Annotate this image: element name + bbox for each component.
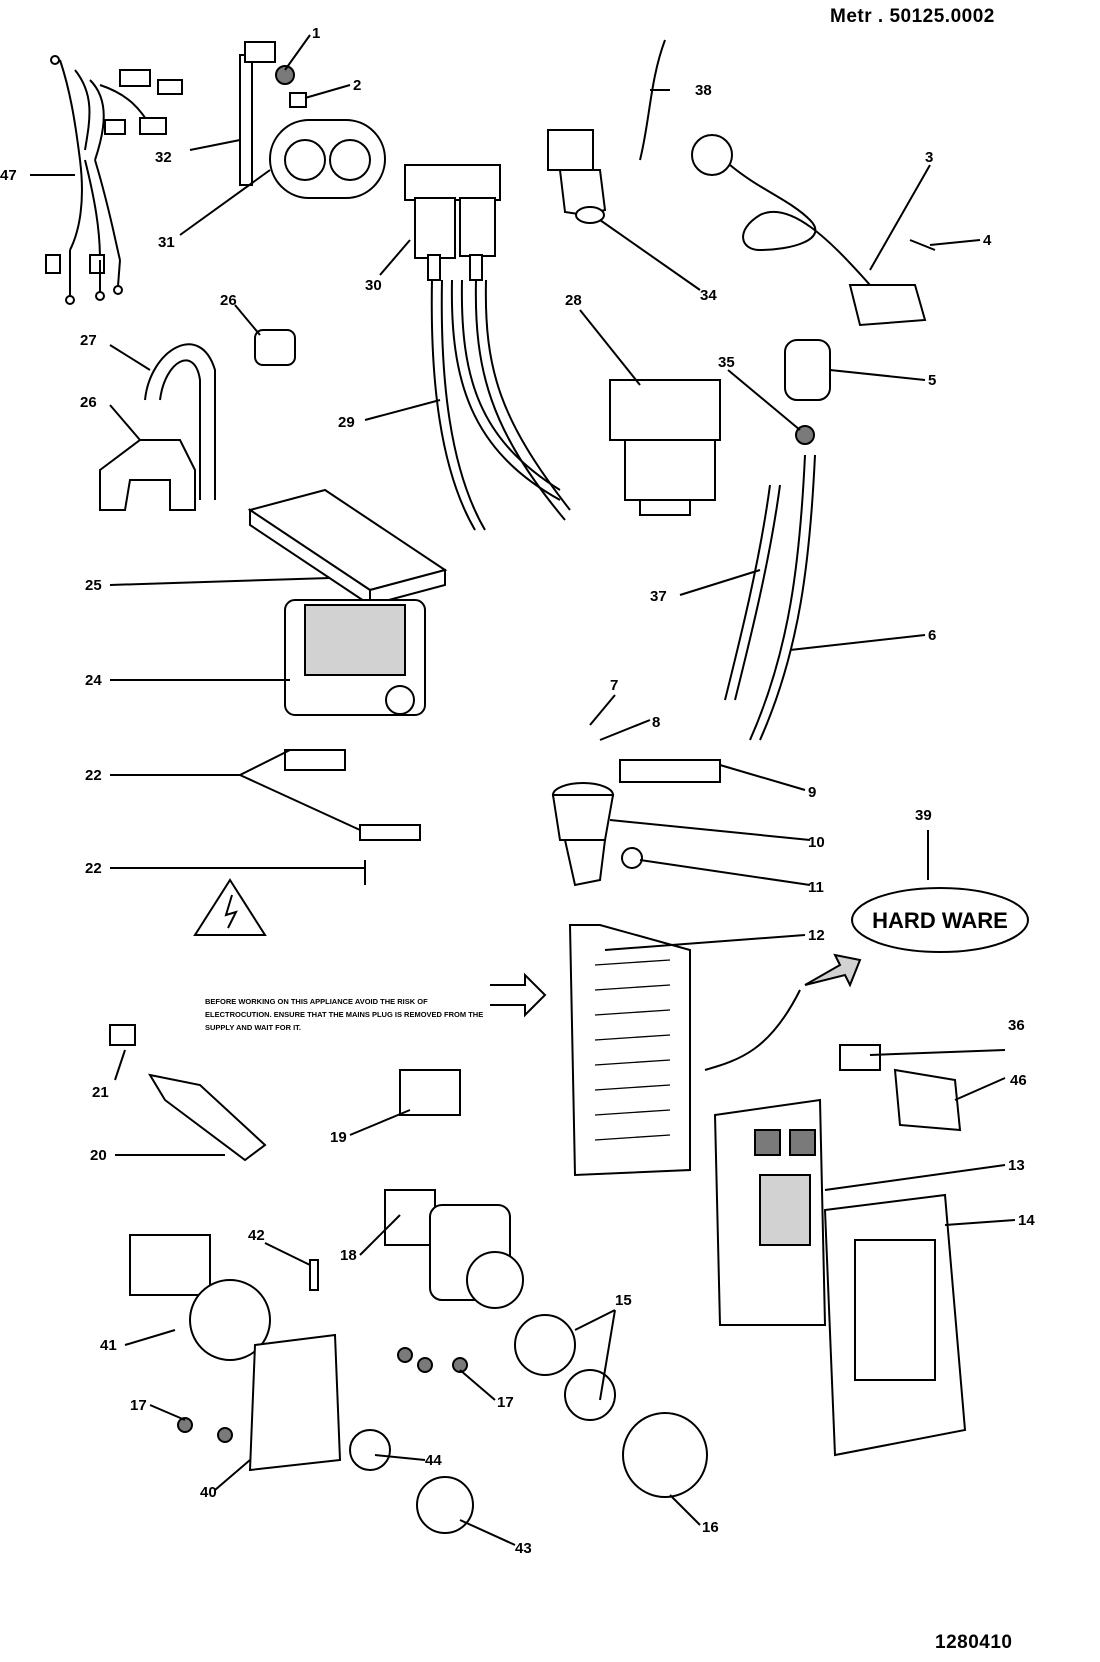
callout-26b: 26 — [80, 394, 97, 411]
switch-knob — [839, 1044, 881, 1071]
model-reference: Metr . 50125.0002 — [830, 6, 995, 27]
pressure-switch — [784, 339, 831, 445]
callout-3: 3 — [925, 149, 933, 166]
callout-17b: 17 — [497, 1394, 514, 1411]
o-ring — [349, 1429, 391, 1471]
callout-28: 28 — [565, 292, 582, 309]
power-cord — [691, 134, 927, 327]
callout-10: 10 — [808, 834, 825, 851]
relay — [399, 1069, 461, 1116]
callout-15: 15 — [615, 1292, 632, 1309]
callout-9: 9 — [808, 784, 816, 801]
callout-32: 32 — [155, 149, 172, 166]
callout-4: 4 — [983, 232, 992, 249]
drain-hose — [144, 343, 216, 500]
spring — [275, 65, 295, 85]
nut — [289, 92, 307, 108]
inlet-hoses — [430, 279, 571, 531]
callout-22b: 22 — [85, 860, 102, 877]
callout-21: 21 — [92, 1084, 109, 1101]
callout-35: 35 — [718, 354, 735, 371]
callout-1: 1 — [312, 25, 320, 42]
callout-14: 14 — [1018, 1212, 1035, 1229]
callout-41: 41 — [100, 1337, 117, 1354]
callout-30: 30 — [365, 277, 382, 294]
earth-wire — [639, 39, 666, 161]
drive-motor — [284, 599, 426, 716]
callout-40: 40 — [200, 1484, 217, 1501]
pump-plate — [248, 1333, 342, 1472]
arrow-to-hardware — [804, 953, 862, 988]
sump-bellows — [551, 759, 721, 887]
filter-cap — [416, 1476, 474, 1534]
callout-5: 5 — [928, 372, 936, 389]
document-number: 1280410 — [935, 1632, 1013, 1653]
hose-6 — [749, 454, 816, 741]
drain-filter — [622, 1412, 708, 1498]
wiring-harness — [45, 55, 183, 305]
bracket — [99, 439, 196, 511]
callout-20: 20 — [90, 1147, 107, 1164]
callout-42: 42 — [248, 1227, 265, 1244]
callout-12: 12 — [808, 927, 825, 944]
hardware-label: HARD WARE — [872, 908, 1008, 933]
callout-26a: 26 — [220, 292, 237, 309]
callout-7: 7 — [610, 677, 618, 694]
callout-19: 19 — [330, 1129, 347, 1146]
switch-body — [893, 1068, 962, 1132]
callout-44: 44 — [425, 1452, 442, 1469]
door-interlock — [609, 379, 721, 516]
callout-6: 6 — [928, 627, 936, 644]
callout-38: 38 — [695, 82, 712, 99]
hose-37 — [724, 484, 781, 701]
callout-36: 36 — [1008, 1017, 1025, 1034]
callout-17a: 17 — [130, 1397, 147, 1414]
callout-43: 43 — [515, 1540, 532, 1557]
callout-16: 16 — [702, 1519, 719, 1536]
heater-sensor — [109, 1024, 136, 1046]
pump-seal — [514, 1314, 576, 1376]
circulation-pump — [129, 1234, 271, 1361]
callout-27: 27 — [80, 332, 97, 349]
arrow-icon — [490, 972, 547, 1018]
callout-numbers: 1 2 3 4 5 6 7 8 9 10 11 12 13 14 15 16 1… — [0, 25, 1035, 1557]
heater-element — [147, 1073, 267, 1162]
callout-25: 25 — [85, 577, 102, 594]
inlet-valve — [404, 164, 501, 281]
callout-2: 2 — [353, 77, 361, 94]
callout-8: 8 — [652, 714, 660, 731]
callout-34: 34 — [700, 287, 717, 304]
pcb-cover — [568, 924, 691, 1177]
callout-47: 47 — [0, 167, 17, 184]
pump-ring — [564, 1369, 616, 1421]
board-housing — [823, 1193, 967, 1457]
callout-29: 29 — [338, 414, 355, 431]
drain-bellows — [547, 129, 607, 224]
callout-39: 39 — [915, 807, 932, 824]
control-board — [713, 1098, 827, 1326]
screw — [909, 239, 936, 251]
hose-clip — [254, 329, 296, 366]
callout-22a: 22 — [85, 767, 102, 784]
ribbon-cable — [704, 989, 801, 1071]
drain-pump — [384, 1189, 524, 1309]
callout-18: 18 — [340, 1247, 357, 1264]
pressure-tube — [239, 41, 276, 186]
motor-strap — [284, 749, 346, 771]
door-gasket-plate — [269, 119, 386, 199]
callout-24: 24 — [85, 672, 102, 689]
callout-37: 37 — [650, 588, 667, 605]
electrocution-warning-text: Before working on this appliance avoid t… — [205, 997, 484, 1032]
callout-31: 31 — [158, 234, 175, 251]
callout-11: 11 — [808, 879, 824, 896]
leader-lines — [30, 34, 1016, 1546]
electrocution-warning-icon — [193, 878, 267, 936]
callout-13: 13 — [1008, 1157, 1025, 1174]
callout-46: 46 — [1010, 1072, 1027, 1089]
hardware-badge — [851, 887, 1029, 953]
